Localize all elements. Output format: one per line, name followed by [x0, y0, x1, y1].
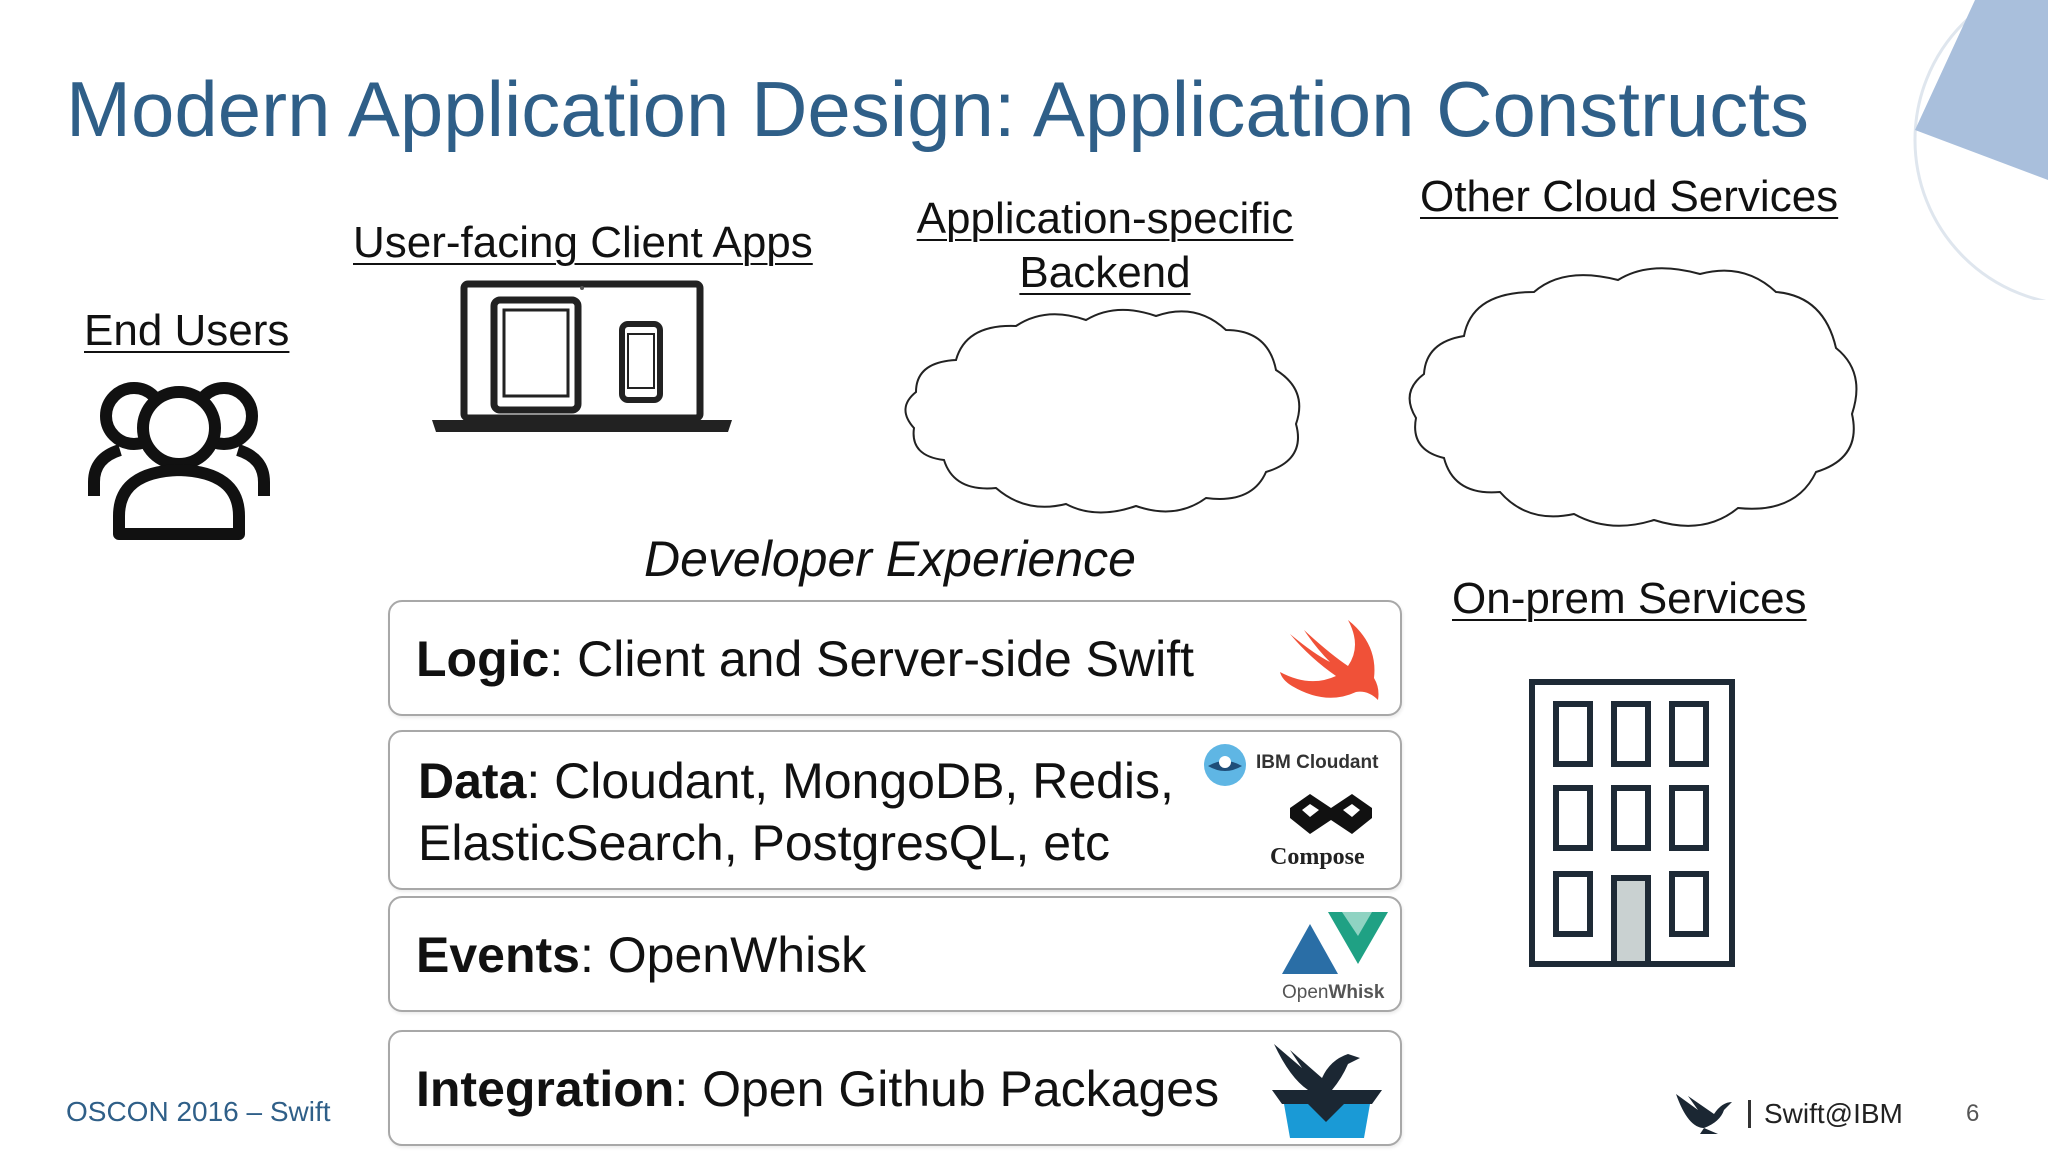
package-bird-icon	[1272, 1044, 1382, 1138]
openwhisk-open: Open	[1282, 982, 1329, 1003]
compose-logo-icon	[1290, 794, 1372, 834]
corner-decoration	[1913, 0, 2048, 300]
on-prem-heading: On-prem Services	[1452, 574, 1807, 623]
backend-heading-line1: Application-specific	[916, 194, 1294, 243]
end-users-heading: End Users	[84, 306, 290, 355]
integration-text: Integration: Open Github Packages	[416, 1058, 1219, 1120]
compose-logo-label: Compose	[1270, 844, 1365, 870]
swift-ibm-label: Swift@IBM	[1764, 1098, 1903, 1129]
data-desc-line2: ElasticSearch, PostgresQL, etc	[418, 815, 1110, 871]
footer-divider	[1748, 1100, 1751, 1128]
page-number: 6	[1966, 1100, 1980, 1127]
slide-title: Modern Application Design: Application C…	[66, 65, 1809, 153]
logic-box: Logic: Client and Server-side Swift	[388, 600, 1402, 716]
openwhisk-whisk: Whisk	[1328, 982, 1385, 1003]
integration-label: Integration	[416, 1061, 675, 1117]
data-label: Data	[418, 753, 527, 809]
logic-label: Logic	[416, 631, 550, 687]
developer-experience-heading: Developer Experience	[644, 531, 1136, 587]
events-text: Events: OpenWhisk	[416, 924, 866, 986]
cloudant-logo-icon	[1204, 744, 1246, 786]
logic-desc: : Client and Server-side Swift	[549, 631, 1195, 687]
cloud-icon	[904, 308, 1301, 514]
other-cloud-heading: Other Cloud Services	[1420, 172, 1839, 221]
logic-text: Logic: Client and Server-side Swift	[416, 628, 1194, 690]
backend-heading: Application-specific Backend	[880, 192, 1330, 300]
integration-desc: : Open Github Packages	[674, 1061, 1220, 1117]
laptop-devices-icon	[432, 280, 732, 432]
building-icon	[1529, 679, 1735, 967]
backend-heading-line2: Backend	[1019, 248, 1191, 297]
data-text: Data: Cloudant, MongoDB, Redis, ElasticS…	[418, 750, 1174, 874]
openwhisk-logo-icon	[1282, 912, 1388, 974]
events-box: Events: OpenWhisk OpenWhisk	[388, 896, 1402, 1012]
users-group-icon	[88, 382, 270, 540]
events-desc: : OpenWhisk	[579, 927, 867, 983]
openwhisk-logo-label: OpenWhisk	[1282, 982, 1384, 1004]
client-apps-heading: User-facing Client Apps	[353, 218, 813, 267]
footer-left: OSCON 2016 – Swift	[66, 1096, 331, 1127]
integration-box: Integration: Open Github Packages	[388, 1030, 1402, 1146]
events-label: Events	[416, 927, 580, 983]
swift-ibm-bird-icon	[1676, 1094, 1732, 1134]
cloud-icon	[1408, 267, 1858, 527]
data-desc-line1: : Cloudant, MongoDB, Redis,	[526, 753, 1174, 809]
data-box: Data: Cloudant, MongoDB, Redis, ElasticS…	[388, 730, 1402, 890]
swift-logo-icon	[1280, 620, 1379, 700]
cloudant-logo-label: IBM Cloudant	[1256, 752, 1379, 773]
